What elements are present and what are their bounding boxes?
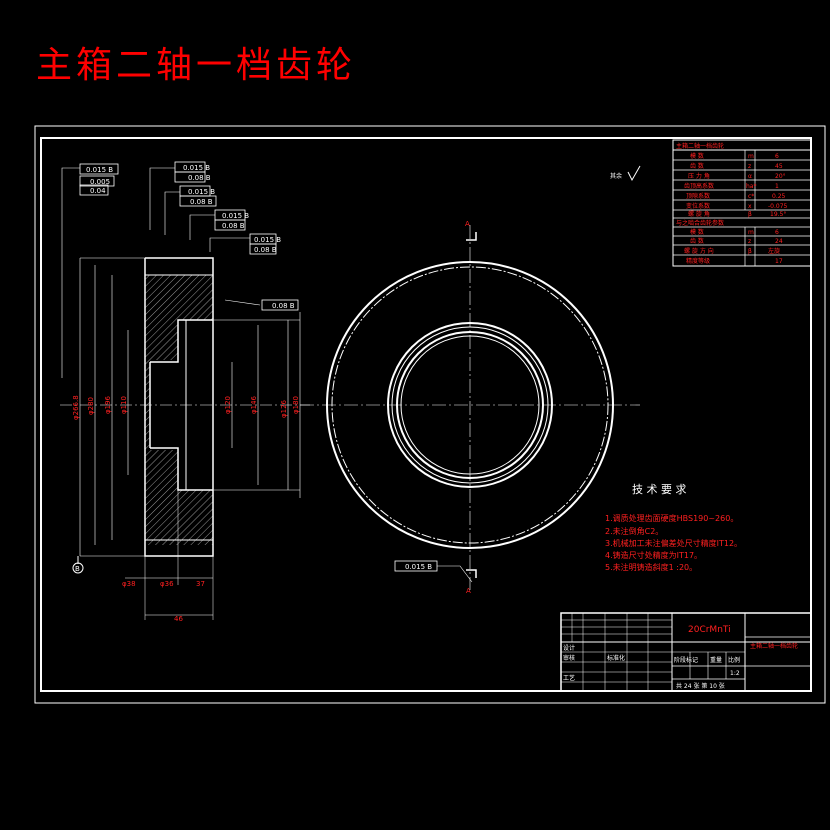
dim-v-3: φ110 bbox=[120, 396, 128, 414]
param-table-header2: 与之啮合齿轮参数 bbox=[676, 219, 724, 227]
tb-label-craft: 工艺 bbox=[563, 674, 575, 682]
inner-frame bbox=[40, 137, 812, 692]
datum-b-label: B bbox=[75, 565, 80, 573]
dim-h-1: φ36 bbox=[160, 580, 174, 588]
dim-h-0: φ38 bbox=[122, 580, 136, 588]
param-name-5: 变位系数 bbox=[686, 202, 710, 210]
dim-v-4: φ120 bbox=[224, 396, 232, 414]
section-label-bottom: A bbox=[466, 587, 471, 595]
param-val-0: 6 bbox=[775, 153, 779, 160]
tol-flat-4: 0.08 B bbox=[254, 246, 277, 254]
tol-flat-3: 0.08 B bbox=[222, 222, 245, 230]
dim-h-2: 37 bbox=[196, 580, 205, 588]
tolerance-frames: 0.015 B 0.005 0.04 0.015 B 0.08 B 0.015 … bbox=[75, 161, 438, 573]
dimension-labels: φ266.8 φ280 φ196 φ110 φ120 φ146 φ126 φ18… bbox=[72, 395, 300, 623]
drawing-name-label: 主箱二轴一档齿轮 bbox=[750, 642, 798, 650]
param-val-4: 0.25 bbox=[772, 193, 786, 200]
mate-val-2: 左旋 bbox=[768, 247, 780, 255]
tol-flat-2: 0.08 B bbox=[190, 198, 213, 206]
param-name-2: 压 力 角 bbox=[688, 172, 710, 180]
param-name-3: 齿顶高系数 bbox=[684, 182, 714, 190]
param-val-1: 45 bbox=[775, 163, 783, 170]
tech-item-4: 5.未注明铸造斜度1 :20。 bbox=[605, 562, 697, 572]
title-block bbox=[560, 612, 812, 692]
drawing-title: 主箱二轴一档齿轮 bbox=[36, 45, 357, 86]
tb-scale-value: 1:2 bbox=[730, 670, 740, 677]
tol-flat-1: 0.08 B bbox=[188, 174, 211, 182]
dim-v-7: φ180 bbox=[292, 396, 300, 414]
section-label-top: A bbox=[465, 220, 470, 228]
tb-sheets: 共 24 张 第 10 张 bbox=[676, 682, 725, 690]
tol-mid: 0.08 B bbox=[272, 302, 295, 310]
tb-label-standard: 标准化 bbox=[607, 654, 625, 662]
param-name-1: 齿 数 bbox=[690, 162, 704, 170]
param-sym-2: α bbox=[748, 173, 752, 180]
dim-v-1: φ280 bbox=[87, 397, 95, 415]
tol-top-2: 0.015 B bbox=[188, 188, 215, 196]
mate-sym-2: β bbox=[748, 248, 752, 255]
tb-label-review: 审核 bbox=[563, 654, 575, 662]
mate-name-0: 模 数 bbox=[690, 228, 704, 236]
material-label: 20CrMnTi bbox=[688, 625, 731, 635]
param-sym-6: β bbox=[748, 211, 752, 218]
tb-label-stage: 阶段标记 bbox=[674, 656, 698, 664]
dim-v-0: φ266.8 bbox=[72, 395, 80, 420]
outer-circle bbox=[326, 261, 614, 549]
dim-h-3: 46 bbox=[174, 615, 183, 623]
mate-sym-1: z bbox=[748, 238, 751, 245]
param-sym-3: ha* bbox=[746, 183, 756, 190]
tol-top-4: 0.015 B bbox=[254, 236, 281, 244]
tech-item-0: 1.调质处理齿面硬度HBS190~260。 bbox=[605, 513, 738, 523]
param-sym-4: c* bbox=[748, 193, 754, 200]
front-view bbox=[300, 225, 640, 590]
param-name-0: 模 数 bbox=[690, 152, 704, 160]
roughness-note: 其余 bbox=[610, 165, 641, 182]
dim-v-5: φ146 bbox=[250, 395, 258, 414]
svg-text:其余: 其余 bbox=[610, 172, 622, 180]
mate-name-2: 螺 旋 方 向 bbox=[684, 247, 714, 255]
param-sym-5: x bbox=[748, 203, 752, 210]
tech-item-3: 4.铸造尺寸处精度为IT17。 bbox=[605, 550, 702, 560]
mate-name-1: 齿 数 bbox=[690, 237, 704, 245]
param-table-header: 主箱二轴一档齿轮 bbox=[676, 142, 724, 150]
tb-label-design: 设计 bbox=[563, 644, 575, 652]
tech-requirements: 技 术 要 求 1.调质处理齿面硬度HBS190~260。 2.未注倒角C2。 … bbox=[605, 483, 742, 572]
param-val-3: 1 bbox=[775, 183, 779, 190]
tech-item-2: 3.机械加工未注偏差处尺寸精度IT12。 bbox=[605, 538, 742, 548]
mate-val-1: 24 bbox=[775, 238, 783, 245]
param-val-2: 20° bbox=[775, 173, 786, 180]
mate-val-3: 17 bbox=[775, 258, 783, 265]
param-name-4: 顶隙系数 bbox=[686, 192, 710, 200]
outer-frame bbox=[34, 125, 826, 704]
tb-label-scale: 比例 bbox=[728, 656, 740, 664]
tol-left-2: 0.04 bbox=[90, 187, 106, 195]
param-val-5: -0.075 bbox=[768, 203, 788, 210]
param-sym-0: m bbox=[748, 153, 754, 160]
tech-item-1: 2.未注倒角C2。 bbox=[605, 526, 663, 536]
section-view bbox=[60, 167, 310, 620]
tol-left-1: 0.005 bbox=[90, 178, 110, 186]
tol-left-0: 0.015 B bbox=[86, 166, 113, 174]
param-name-6: 螺 旋 角 bbox=[688, 210, 710, 218]
dim-v-2: φ196 bbox=[104, 395, 112, 414]
tol-top-3: 0.015 B bbox=[222, 212, 249, 220]
mate-val-0: 6 bbox=[775, 229, 779, 236]
param-sym-1: z bbox=[748, 163, 751, 170]
mate-sym-0: m bbox=[748, 229, 754, 236]
tol-bottom: 0.015 B bbox=[405, 563, 432, 571]
mate-name-3: 精度等级 bbox=[686, 257, 710, 265]
dim-v-6: φ126 bbox=[280, 399, 288, 418]
parameter-table: 主箱二轴一档齿轮 模 数 m 6 齿 数 z 45 压 力 角 α 20° 齿顶… bbox=[672, 139, 812, 267]
tech-heading: 技 术 要 求 bbox=[632, 483, 687, 496]
tb-label-weight: 重量 bbox=[710, 656, 722, 664]
param-val-6: 19.5° bbox=[770, 211, 786, 218]
tol-top: 0.015 B bbox=[183, 164, 210, 172]
